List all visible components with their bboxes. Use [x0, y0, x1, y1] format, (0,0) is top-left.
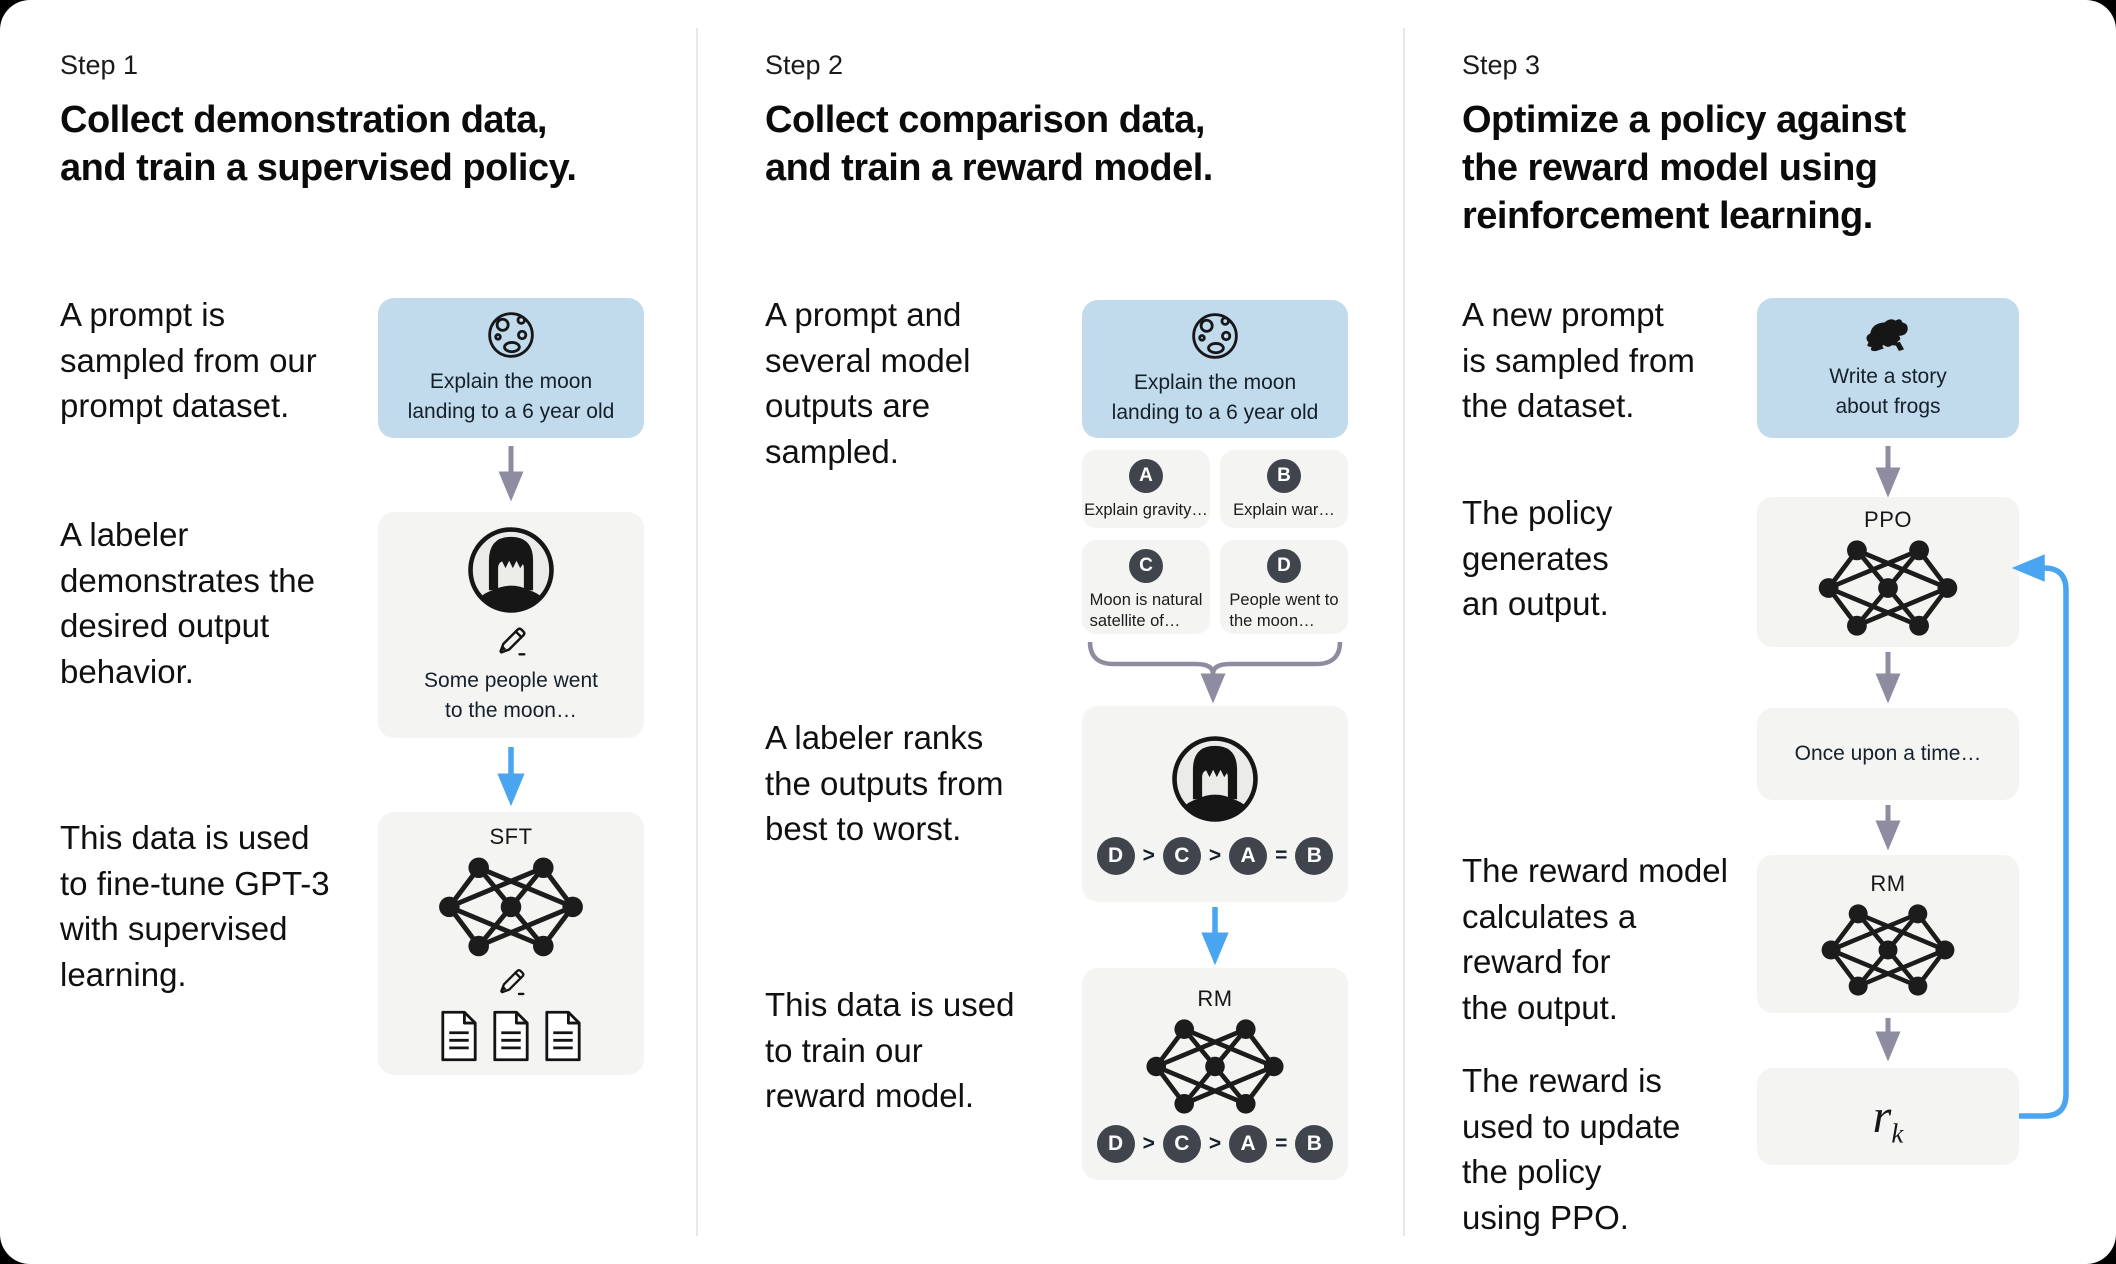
- rm-label: RM: [1870, 871, 1906, 896]
- rank-badge: D: [1096, 837, 1135, 875]
- step2-caption-rank: A labeler ranks the outputs from best to…: [765, 719, 1004, 848]
- output-text-c: Moon is natural satellite of…: [1089, 591, 1203, 631]
- step2-caption-sample: A prompt and several model outputs are s…: [765, 296, 971, 470]
- step2-label: Step 2: [765, 50, 844, 80]
- output-badge-a: A: [1129, 459, 1163, 493]
- step1-sft-card: SFT: [378, 812, 644, 1075]
- sft-label: SFT: [489, 824, 533, 849]
- rank-separator: >: [1142, 844, 1155, 867]
- step3-caption-prompt: A new prompt is sampled from the dataset…: [1462, 296, 1695, 425]
- output-badge-d: D: [1267, 549, 1301, 583]
- rm-label: RM: [1197, 985, 1233, 1011]
- step1-caption-prompt: A prompt is sampled from our prompt data…: [60, 296, 317, 425]
- rank-badge: A: [1229, 1124, 1268, 1163]
- ranking-row: D > C > A = B: [1096, 1124, 1334, 1163]
- reward-subscript: k: [1891, 1118, 1904, 1149]
- output-card-c: C Moon is natural satellite of…: [1082, 540, 1210, 634]
- output-card-a: A Explain gravity…: [1082, 450, 1210, 528]
- step3-caption-update: The reward is used to update the policy …: [1462, 1062, 1681, 1236]
- step1-caption-finetune: This data is used to fine-tune GPT-3 wit…: [60, 819, 330, 993]
- frog-icon: [1866, 319, 1908, 352]
- output-card-b: B Explain war…: [1220, 450, 1348, 528]
- reward-value: rk: [1872, 1089, 1904, 1147]
- pencil-icon: [499, 627, 526, 656]
- moon-icon: [488, 312, 534, 358]
- rank-separator: >: [1208, 844, 1222, 867]
- step3-output-card: Once upon a time…: [1757, 708, 2019, 800]
- step3-caption-policy: The policy generates an output.: [1462, 494, 1613, 623]
- moon-icon: [1192, 313, 1238, 359]
- step3-prompt-text: Write a story about frogs: [1829, 365, 1947, 418]
- documents-icon-row: [437, 1009, 585, 1063]
- pencil-icon: [500, 968, 525, 995]
- output-text-a: Explain gravity…: [1084, 501, 1208, 519]
- step2-prompt-text: Explain the moon landing to a 6 year old: [1111, 371, 1319, 424]
- step3-label: Step 3: [1462, 50, 1541, 80]
- step1-prompt-card: Explain the moon landing to a 6 year old: [378, 298, 644, 438]
- neural-network-icon: [439, 857, 583, 957]
- output-badge-b: B: [1267, 459, 1301, 493]
- output-badge-c: C: [1129, 549, 1163, 583]
- document-icon: [545, 1010, 581, 1062]
- rank-separator: =: [1275, 1131, 1288, 1155]
- step2-rm-card: RM D > C > A = B: [1082, 968, 1348, 1180]
- neural-network-icon: [1146, 1018, 1284, 1114]
- rank-badge: C: [1162, 1124, 1201, 1163]
- document-icon: [493, 1010, 529, 1062]
- labeler-avatar-icon: [468, 527, 554, 613]
- step2-labeler-card: D > C > A = B: [1082, 706, 1348, 902]
- document-icon: [441, 1010, 477, 1062]
- step1-label: Step 1: [60, 50, 139, 80]
- rank-badge: D: [1096, 1124, 1135, 1163]
- step1-caption-labeler: A labeler demonstrates the desired outpu…: [60, 516, 315, 690]
- rank-separator: >: [1142, 1131, 1155, 1155]
- step1-labeler-text: Some people went to the moon…: [424, 669, 598, 722]
- rank-badge: A: [1229, 837, 1268, 875]
- step1-title: Collect demonstration data, and train a …: [60, 99, 577, 189]
- output-text-d: People went to the moon…: [1229, 591, 1339, 631]
- labeler-avatar-icon: [1172, 736, 1258, 822]
- rank-badge: B: [1295, 837, 1334, 875]
- output-text-b: Explain war…: [1233, 501, 1335, 519]
- step3-title: Optimize a policy against the reward mod…: [1462, 99, 1906, 237]
- rank-separator: >: [1208, 1131, 1222, 1155]
- step3-output-text: Once upon a time…: [1794, 742, 1982, 766]
- rank-badge: B: [1295, 1124, 1334, 1163]
- step2-title: Collect comparison data, and train a rew…: [765, 99, 1213, 189]
- step1-prompt-text: Explain the moon landing to a 6 year old: [407, 370, 615, 423]
- reward-base: r: [1872, 1090, 1892, 1143]
- ppo-label: PPO: [1864, 507, 1912, 532]
- rank-badge: C: [1162, 837, 1201, 875]
- step3-ppo-card: PPO: [1757, 497, 2019, 647]
- ranking-row: D > C > A = B: [1096, 837, 1334, 875]
- step3-rm-card: RM: [1757, 855, 2019, 1013]
- step2-prompt-card: Explain the moon landing to a 6 year old: [1082, 300, 1348, 438]
- step2-caption-train: This data is used to train our reward mo…: [765, 986, 1015, 1115]
- step3-prompt-card: Write a story about frogs: [1757, 298, 2019, 438]
- neural-network-icon: [1821, 904, 1955, 996]
- column-divider-1: [696, 28, 698, 1236]
- output-card-d: D People went to the moon…: [1220, 540, 1348, 634]
- step3-caption-reward: The reward model calculates a reward for…: [1462, 852, 1728, 1026]
- column-divider-2: [1403, 28, 1405, 1236]
- neural-network-icon: [1818, 540, 1958, 636]
- step1-labeler-card: Some people went to the moon…: [378, 512, 644, 738]
- rank-separator: =: [1275, 844, 1288, 867]
- step3-reward-card: rk: [1757, 1068, 2019, 1165]
